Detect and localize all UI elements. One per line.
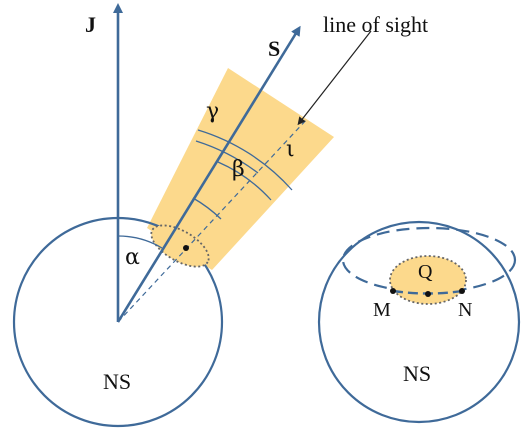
iota-label: ι [286,137,295,162]
ns-left-label: NS [103,369,131,394]
gamma-arc [195,140,259,174]
q-label: Q [418,261,433,283]
line-of-sight-dashed [117,117,309,323]
s-axis-label: S [268,36,280,61]
iota-arc [197,129,293,191]
alpha-label: α [125,245,140,270]
point-q [425,291,431,297]
m-label: M [373,299,391,321]
polar-cap-dotted [150,224,210,268]
emission-cone [147,68,334,270]
line-of-sight-pointer [297,30,372,126]
n-label: N [458,299,472,321]
line-of-sight-label: line of sight [323,12,428,37]
ns-right-label: NS [403,361,431,386]
point-m [390,288,396,294]
gamma-label: γ [206,99,219,124]
emission-ring-dashed [341,226,517,294]
s-axis-arrow [116,25,301,323]
beta-arc [192,197,222,220]
iota-arc-inner [217,161,272,201]
neutron-star-right [317,220,521,424]
intersection-point [183,245,189,251]
j-axis-label: J [85,12,96,37]
beta-label: β [232,157,245,182]
point-n [459,288,465,294]
alpha-arc [117,235,163,249]
